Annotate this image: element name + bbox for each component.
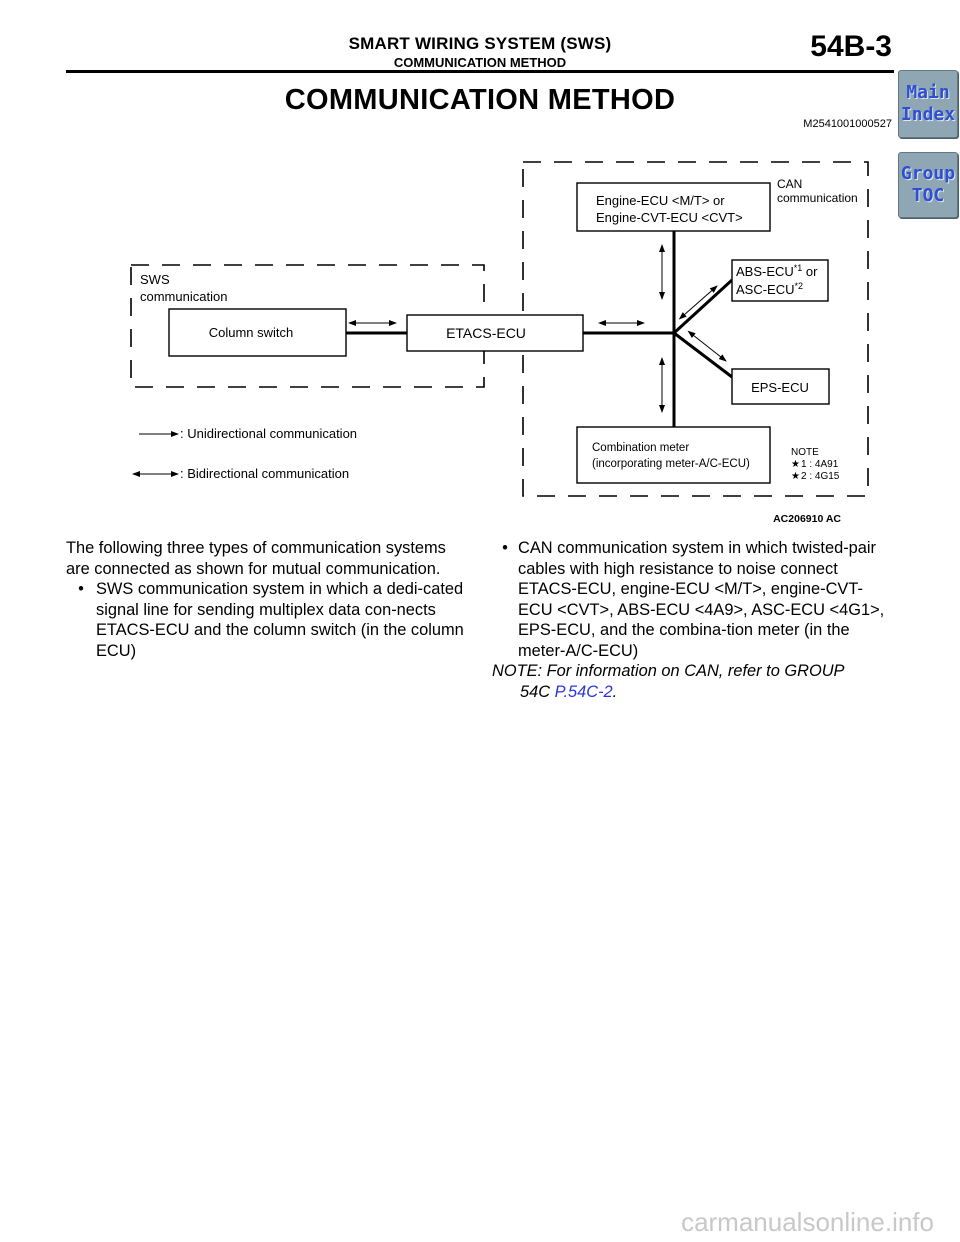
- section-title: COMMUNICATION METHOD: [284, 84, 676, 116]
- abs-or-text: or: [802, 264, 818, 279]
- can-branch-eps: [673, 331, 733, 379]
- bullet-sws-text: SWS communication system in which a dedi…: [96, 580, 464, 660]
- note-star-1: ★: [791, 459, 800, 470]
- site-watermark: carmanualsonline.info: [681, 1207, 934, 1237]
- main-index-button[interactable]: Main Index: [898, 70, 958, 138]
- communication-diagram: SWS communication CAN communication Colu…: [130, 161, 869, 525]
- engine-ecu-box: [576, 182, 771, 232]
- figure-id: AC206910 AC: [773, 513, 841, 525]
- note-title: NOTE: [791, 447, 819, 458]
- note-prefix: NOTE: For information on CAN, refer to G…: [492, 662, 845, 680]
- bullet-dot: •: [502, 539, 508, 557]
- note-paragraph: NOTE: For information on CAN, refer to G…: [492, 661, 897, 702]
- abs-ecu-label: ABS-ECU*1 or: [736, 263, 818, 279]
- note-link[interactable]: P.54C-2: [554, 682, 613, 701]
- engine-ecu-label-1: Engine-ECU <M/T> or: [596, 193, 725, 208]
- can-label-2: communication: [777, 191, 858, 205]
- star1-mark: *1: [794, 263, 803, 273]
- note-2: 2 : 4G15: [801, 471, 840, 482]
- sws-label: SWS: [140, 272, 170, 287]
- combination-meter-label-2: (incorporating meter-A/C-ECU): [592, 458, 750, 470]
- column-switch-box: [168, 308, 347, 357]
- bullet-can-text: CAN communication system in which twiste…: [518, 539, 885, 660]
- arrow-eps: [687, 330, 727, 362]
- can-branch-abs: [672, 278, 734, 335]
- asc-ecu-text: ASC-ECU: [736, 282, 795, 297]
- asc-ecu-label: ASC-ECU*2: [736, 281, 803, 297]
- legend-uni-label: : Unidirectional communication: [180, 426, 357, 441]
- group-toc-label: Group TOC: [900, 163, 956, 206]
- bullet-dot: •: [78, 580, 84, 598]
- bullet-can: • CAN communication system in which twis…: [492, 538, 897, 661]
- intro-text: The following three types of communicati…: [66, 539, 446, 578]
- left-column: The following three types of communicati…: [66, 538, 471, 661]
- main-index-label: Main Index: [900, 82, 956, 125]
- note-star-2: ★: [791, 471, 800, 482]
- column-switch-label: Column switch: [209, 325, 294, 340]
- header-rule: [66, 70, 894, 73]
- legend-bi-label: : Bidirectional communication: [180, 466, 349, 481]
- abs-ecu-text: ABS-ECU: [736, 264, 794, 279]
- note-1: 1 : 4A91: [801, 459, 839, 470]
- system-title: SMART WIRING SYSTEM (SWS): [348, 34, 612, 53]
- note-group: 54C: [520, 682, 555, 701]
- etacs-ecu-box: [406, 314, 584, 352]
- combination-meter-label-1: Combination meter: [592, 442, 689, 454]
- note-line-2: 54C P.54C-2.: [492, 682, 897, 703]
- page-number: 54B-3: [810, 30, 892, 63]
- document-code: M2541001000527: [803, 118, 892, 130]
- abs-asc-ecu-box: [731, 259, 829, 302]
- right-column: • CAN communication system in which twis…: [492, 538, 897, 702]
- bullet-sws: • SWS communication system in which a de…: [66, 579, 471, 661]
- can-label: CAN: [777, 177, 802, 191]
- etacs-ecu-label: ETACS-ECU: [446, 325, 526, 341]
- group-toc-button[interactable]: Group TOC: [898, 152, 958, 218]
- section-subtitle: COMMUNICATION METHOD: [393, 55, 567, 70]
- engine-ecu-label-2: Engine-CVT-ECU <CVT>: [596, 210, 743, 225]
- combination-meter-box: [576, 426, 771, 484]
- star2-mark: *2: [795, 281, 804, 291]
- eps-ecu-label: EPS-ECU: [751, 380, 809, 395]
- eps-ecu-box: [731, 368, 830, 405]
- sws-label-2: communication: [140, 289, 227, 304]
- note-end: .: [612, 682, 618, 701]
- arrow-abs: [678, 285, 718, 320]
